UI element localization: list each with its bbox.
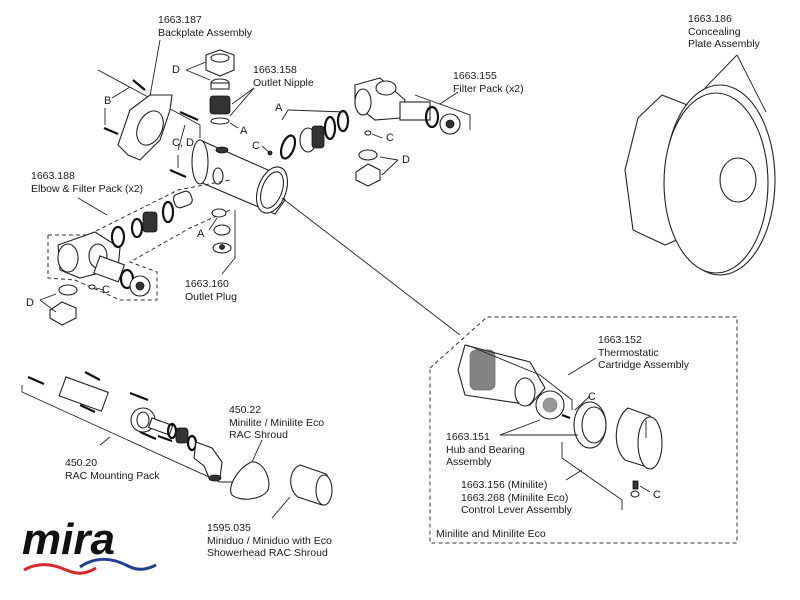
part-label-showerhead-shroud: 1595.035 Miniduo / Miniduo with Eco Show… <box>207 522 332 560</box>
logo-wave-blue <box>79 557 157 571</box>
part-label-hub-bearing: 1663.151 Hub and Bearing Assembly <box>446 431 525 469</box>
backplate-group <box>97 39 201 179</box>
outlet-plug-group <box>208 208 236 275</box>
part-name-line2: Showerhead RAC Shroud <box>207 547 328 559</box>
part-code: 1663.155 <box>453 70 497 82</box>
callout-d: D <box>172 64 180 76</box>
part-code: 1663.186 <box>688 13 732 25</box>
part-code: 1663.158 <box>253 64 297 76</box>
part-label-concealing-plate: 1663.186 Concealing Plate Assembly <box>688 13 760 51</box>
part-label-elbow-filter: 1663.188 Elbow & Filter Pack (x2) <box>31 170 143 195</box>
callout-d: D <box>26 297 34 309</box>
part-name-line1: Minilite / Minilite Eco <box>229 416 325 429</box>
part-label-control-lever: 1663.156 (Minilite) 1663.268 (Minilite E… <box>461 479 572 517</box>
part-code-line1: 1663.156 (Minilite) <box>461 479 548 491</box>
part-name-line1: Hub and Bearing <box>446 443 525 456</box>
callout-b: B <box>104 95 112 107</box>
logo-wave-red <box>23 563 97 575</box>
elbow-filter-group <box>39 179 231 326</box>
part-code: 1663.152 <box>598 334 642 346</box>
concealing-plate <box>624 54 776 276</box>
part-name-line2: RAC Shroud <box>229 429 288 441</box>
part-name-line1: Concealing <box>688 25 741 38</box>
callout-c: C <box>653 489 661 501</box>
part-name: Backplate Assembly <box>158 26 252 39</box>
part-name-line1: Thermostatic <box>598 346 659 359</box>
callout-c: C <box>102 284 110 296</box>
part-label-backplate: 1663.187 Backplate Assembly <box>158 14 252 39</box>
part-code: 1663.188 <box>31 170 75 182</box>
part-label-rac-shroud: 450.22 Minilite / Minilite Eco RAC Shrou… <box>229 404 324 442</box>
part-label-filter-pack: 1663.155 Filter Pack (x2) <box>453 70 524 95</box>
callout-a: A <box>240 125 248 137</box>
part-code: 1595.035 <box>207 522 251 534</box>
minilite-box-label: Minilite and Minilite Eco <box>436 528 546 540</box>
mira-logo: mira <box>22 515 157 575</box>
part-code: 450.20 <box>65 457 98 469</box>
part-code: 1663.160 <box>185 278 229 290</box>
outlet-nipple-group <box>185 49 255 129</box>
part-name-line1: Miniduo / Miniduo with Eco <box>207 534 332 547</box>
rac-shrouds-group <box>230 439 333 519</box>
part-name: Outlet Nipple <box>253 76 314 89</box>
part-name: Control Lever Assembly <box>461 504 572 516</box>
minilite-box <box>429 316 738 544</box>
part-code: 1663.151 <box>446 431 490 443</box>
part-name: RAC Mounting Pack <box>65 469 160 482</box>
part-name-line2: Assembly <box>446 456 492 468</box>
callout-a: A <box>197 228 205 240</box>
callout-a: A <box>275 102 283 114</box>
filter-pack-group <box>279 77 471 187</box>
callout-c: C <box>252 140 260 152</box>
part-name-line2: Cartridge Assembly <box>598 359 690 371</box>
part-name-line2: Plate Assembly <box>688 38 760 50</box>
callout-c-d: C, D <box>172 137 194 149</box>
part-code: 1663.187 <box>158 14 202 26</box>
part-label-outlet-nipple: 1663.158 Outlet Nipple <box>253 64 314 89</box>
rac-mounting-group <box>21 371 238 483</box>
part-label-cartridge: 1663.152 Thermostatic Cartridge Assembly <box>598 334 689 372</box>
callout-c: C <box>588 391 596 403</box>
part-name: Elbow & Filter Pack (x2) <box>31 182 144 195</box>
part-code: 450.22 <box>229 404 262 416</box>
valve-body <box>191 139 461 336</box>
part-name: Filter Pack (x2) <box>453 82 524 95</box>
part-label-outlet-plug: 1663.160 Outlet Plug <box>185 278 237 303</box>
part-name: Outlet Plug <box>185 290 237 303</box>
part-label-rac-mounting: 450.20 RAC Mounting Pack <box>65 457 160 482</box>
callout-d: D <box>402 154 410 166</box>
part-code-line2: 1663.268 (Minilite Eco) <box>461 491 569 504</box>
logo-text: mira <box>22 515 115 564</box>
callout-c: C <box>386 132 394 144</box>
